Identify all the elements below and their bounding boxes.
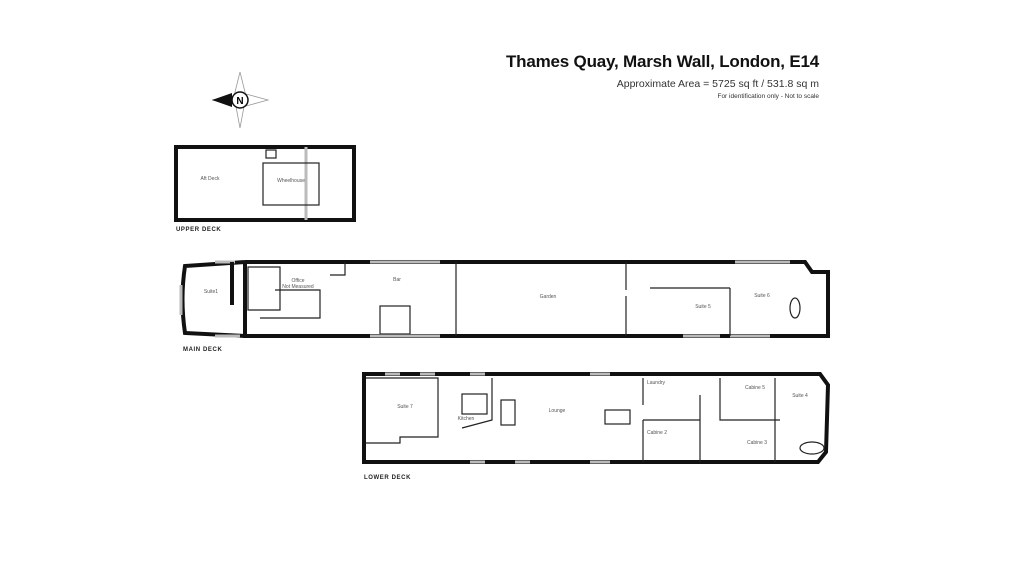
north-arrow-icon: N [211,71,270,129]
deck-label-main: MAIN DECK [183,347,222,353]
room-office: Office [292,278,305,284]
room-wheelhouse: Wheelhouse [277,178,305,184]
plan-title: Thames Quay, Marsh Wall, London, E14 [505,52,819,71]
deck-label-upper: UPPER DECK [176,227,221,233]
lower-deck: Suite 7 Kitchen Lounge Laundry Cabine 5 … [362,372,831,481]
room-suite7: Suite 7 [397,404,413,410]
disclaimer: For identification only - Not to scale [717,93,819,100]
room-suite6: Suite 6 [754,293,770,299]
room-laundry: Laundry [647,380,666,386]
room-kitchen: Kitchen [458,416,475,422]
room-cabine2: Cabine 2 [647,430,667,436]
room-suite1: Suite1 [204,289,218,295]
room-cabine5: Cabine 5 [745,385,765,391]
upper-deck: Aft Deck Wheelhouse UPPER DECK [174,145,356,233]
deck-label-lower: LOWER DECK [364,475,411,481]
room-bar: Bar [393,277,401,283]
room-lounge: Lounge [549,408,566,414]
room-suite5: Suite 5 [695,304,711,310]
room-suite4: Suite 4 [792,393,808,399]
room-office-note: Not Measured [282,284,314,290]
room-garden: Garden [540,294,557,300]
svg-text:N: N [236,96,243,107]
main-deck: Suite1 Office Not Measured Bar Garden Su… [179,260,830,353]
room-aft-deck: Aft Deck [201,176,220,182]
room-cabine3: Cabine 3 [747,440,767,446]
approximate-area: Approximate Area = 5725 sq ft / 531.8 sq… [616,78,819,90]
